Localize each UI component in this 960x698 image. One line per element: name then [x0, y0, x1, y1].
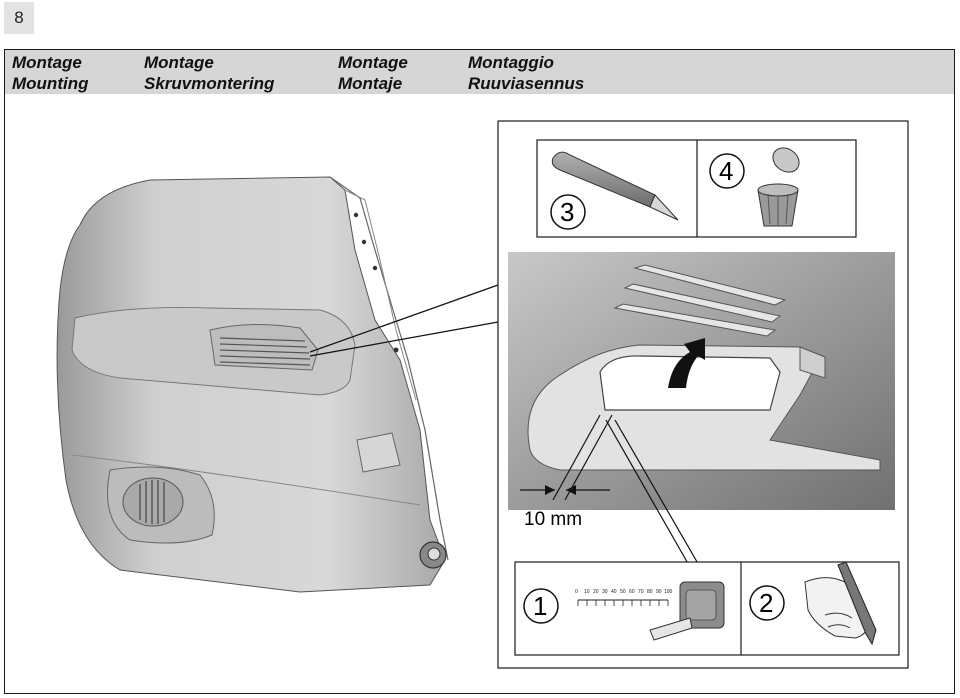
measurement-label: 10 mm	[524, 509, 583, 530]
dimension-lines	[520, 414, 701, 568]
header-col-3-line1: Montage	[338, 53, 408, 72]
ruler-tick: 10	[584, 589, 590, 595]
header-col-4-line2: Ruuviasennus	[468, 74, 585, 93]
ruler-tick: 70	[638, 589, 644, 595]
utility-knife-icon	[551, 151, 679, 221]
cut-strips	[613, 264, 787, 337]
header-col-1-line2: Mounting	[12, 74, 89, 93]
header-col-4-line1: Montaggio	[468, 53, 554, 72]
lift-arrow-icon	[668, 338, 705, 388]
waste-bin-icon	[757, 147, 800, 227]
header-col-2: Montage Skruvmontering	[144, 52, 274, 94]
step-1-label: 1	[533, 591, 548, 621]
tape-measure-icon	[649, 581, 725, 641]
header-col-2-line2: Skruvmontering	[144, 74, 275, 93]
header-col-1-line1: Montage	[12, 53, 82, 72]
ruler-tick: 0	[575, 589, 578, 595]
step-4-label: 4	[719, 156, 734, 186]
ruler-tick: 60	[629, 589, 635, 595]
bumper-drawing	[56, 176, 449, 593]
hand-with-pencil-icon	[804, 561, 877, 646]
zoom-pointer-lines	[309, 284, 499, 357]
content-frame: Montage Mounting Montage Skruvmontering …	[4, 49, 955, 694]
grille-opening-detail	[527, 344, 881, 471]
header-col-2-line1: Montage	[144, 53, 214, 72]
header-col-1: Montage Mounting	[12, 52, 88, 94]
header-col-3-line2: Montaje	[338, 74, 403, 93]
step-2-label: 2	[759, 588, 774, 618]
ruler-tick: 20	[593, 589, 599, 595]
ruler-icon	[577, 599, 669, 606]
ruler-tick: 40	[611, 589, 617, 595]
header-col-4: Montaggio Ruuviasennus	[468, 52, 584, 94]
ruler-tick: 50	[620, 589, 626, 595]
ruler-tick: 80	[647, 589, 653, 595]
header-band: Montage Mounting Montage Skruvmontering …	[5, 50, 954, 94]
ruler-tick: 30	[602, 589, 608, 595]
step-3-label: 3	[560, 197, 575, 227]
ruler-tick: 90	[656, 589, 662, 595]
page-number: 8	[4, 2, 34, 34]
ruler-tick: 100	[664, 589, 673, 595]
header-col-3: Montage Montaje	[338, 52, 408, 94]
